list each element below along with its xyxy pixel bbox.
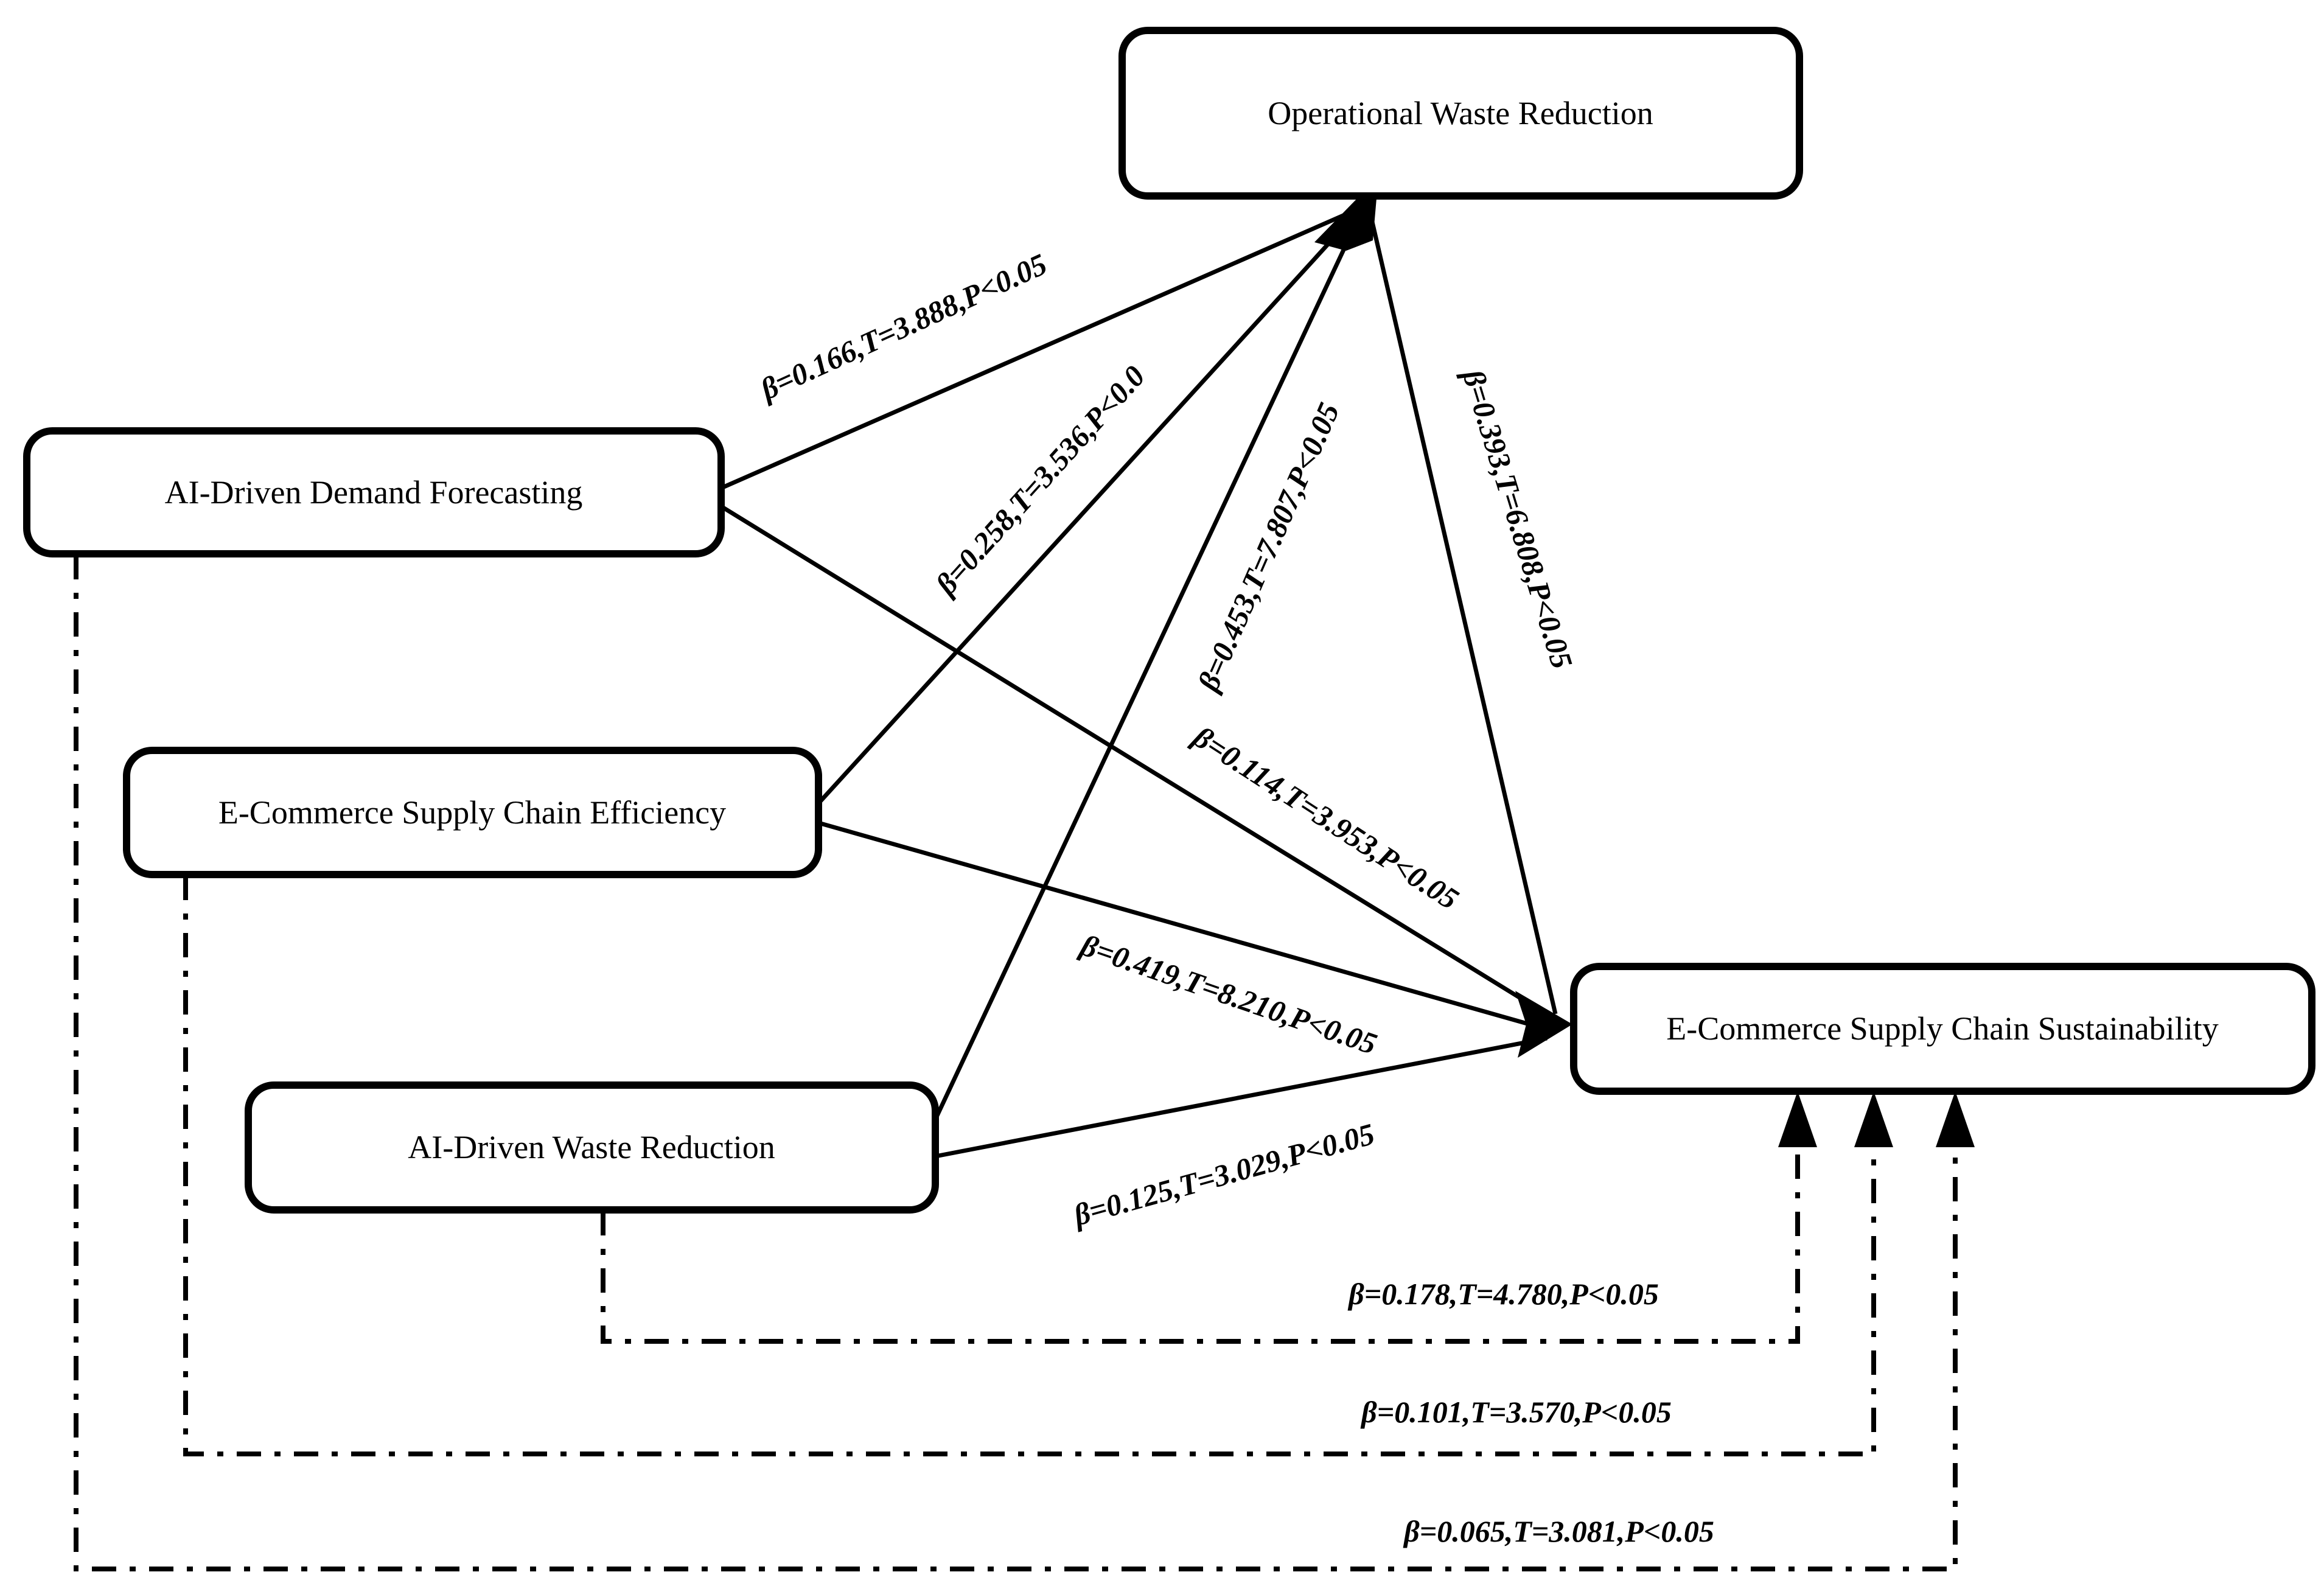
node-labels: Operational Waste Reduction AI-Driven De… (165, 95, 2219, 1165)
solid-path-lines (720, 200, 1558, 1159)
path-label-adwr-to-sust-dashed: β=0.178,T=4.780,P<0.05 (1347, 1277, 1659, 1311)
path-label-adf-to-owr: β=0.166,T=3.888,P<0.05 (755, 246, 1052, 407)
path-line-ecsce-to-owr (817, 218, 1352, 805)
dashed-path-lines (74, 555, 1958, 1571)
node-box-ecommerce-supply-chain-sustainability (1570, 963, 2315, 1095)
node-box-operational-waste-reduction (1118, 27, 1803, 200)
node-box-ecommerce-supply-chain-efficiency (123, 747, 822, 878)
arrowhead-dashed-ecsce-into-sust-bottom (1854, 1091, 1893, 1147)
node-label-ecommerce-supply-chain-sustainability: E-Commerce Supply Chain Sustainability (1666, 1010, 2218, 1047)
path-label-ecsce-to-sust-dashed: β=0.101,T=3.570,P<0.05 (1360, 1395, 1672, 1429)
path-label-adwr-to-owr: β=0.453,T=7.807,P<0.05 (1190, 397, 1345, 697)
node-box-ai-driven-waste-reduction (245, 1081, 939, 1214)
dashed-path-ecsce-to-sust (183, 876, 1876, 1456)
path-line-adwr-to-owr (930, 225, 1357, 1126)
arrowhead-into-owr-bottom (1314, 194, 1377, 251)
path-line-ecsce-to-sust (818, 820, 1545, 1031)
path-line-owr-to-sust (1365, 200, 1558, 1015)
node-label-ai-driven-demand-forecasting: AI-Driven Demand Forecasting (165, 474, 583, 511)
node-label-operational-waste-reduction: Operational Waste Reduction (1268, 95, 1653, 131)
path-labels: β=0.166,T=3.888,P<0.05 β=0.258,T=3.536,P… (755, 246, 1714, 1548)
path-label-ecsce-to-owr: β=0.258,T=3.536,P<0.0 (928, 359, 1151, 602)
path-line-adf-to-owr (720, 212, 1347, 491)
arrowhead-dashed-adwr-into-sust-bottom (1778, 1091, 1817, 1147)
path-label-adwr-to-sust: β=0.125,T=3.029,P<0.05 (1069, 1117, 1378, 1233)
path-label-ecsce-to-sust: β=0.419,T=8.210,P<0.05 (1076, 927, 1381, 1061)
path-line-adf-to-sust (720, 505, 1549, 1017)
node-boxes (23, 27, 2315, 1214)
arrowheads (1314, 194, 1975, 1147)
path-label-owr-to-sust: β=0.393,T=6.808,P<0.05 (1456, 365, 1579, 672)
dashed-path-adf-to-sust (74, 555, 1958, 1571)
arrowhead-dashed-adf-into-sust-bottom (1936, 1091, 1975, 1147)
dashed-path-adwr-to-sust (601, 1105, 1800, 1344)
node-label-ecommerce-supply-chain-efficiency: E-Commerce Supply Chain Efficiency (218, 794, 726, 831)
node-label-ai-driven-waste-reduction: AI-Driven Waste Reduction (408, 1129, 775, 1165)
node-box-ai-driven-demand-forecasting (23, 427, 725, 557)
arrowhead-into-sust-left (1515, 991, 1572, 1058)
path-label-adf-to-sust-dashed: β=0.065,T=3.081,P<0.05 (1403, 1514, 1714, 1548)
path-line-adwr-to-sust (935, 1036, 1548, 1159)
